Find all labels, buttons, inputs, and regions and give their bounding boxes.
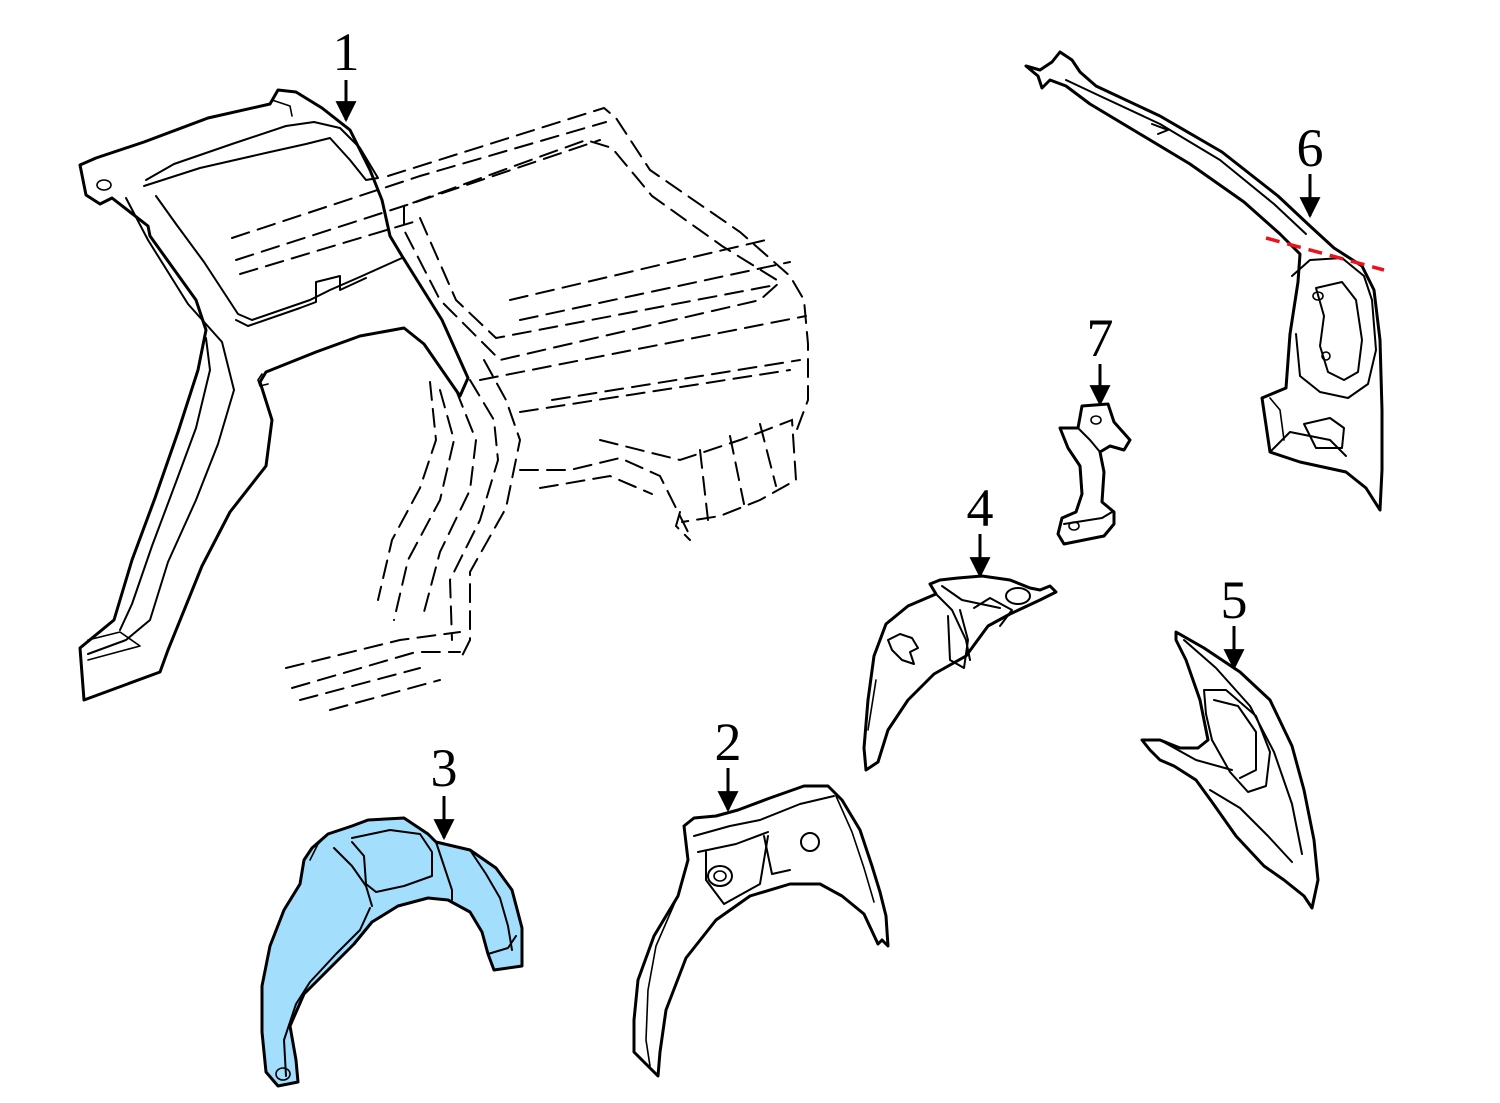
- callout-7: 7: [1087, 308, 1114, 407]
- bracket[interactable]: [1056, 402, 1132, 546]
- pillar-reinforcement[interactable]: [1024, 50, 1384, 512]
- cut-line: [1265, 236, 1385, 272]
- callout-6: 6: [1297, 118, 1324, 219]
- callout-7-label: 7: [1087, 308, 1114, 368]
- callout-4: 4: [967, 478, 994, 579]
- callout-5-label: 5: [1221, 570, 1248, 630]
- callout-3-label: 3: [431, 738, 458, 798]
- quarter-panel-frame[interactable]: [78, 88, 470, 702]
- wheelhouse-liner[interactable]: [260, 816, 524, 1088]
- callout-1: 1: [333, 22, 360, 123]
- wheelhouse-extension[interactable]: [862, 574, 1058, 772]
- inner-wheelhouse[interactable]: [632, 784, 890, 1078]
- inner-quarter-panel[interactable]: [1140, 630, 1320, 910]
- callout-6-label: 6: [1297, 118, 1324, 178]
- callout-5: 5: [1221, 570, 1248, 671]
- callout-1-label: 1: [333, 22, 360, 82]
- callout-2-label: 2: [715, 712, 742, 772]
- callout-4-label: 4: [967, 478, 994, 538]
- vehicle-body-outline: [231, 106, 809, 711]
- callout-3: 3: [431, 738, 458, 841]
- callout-2: 2: [715, 712, 742, 813]
